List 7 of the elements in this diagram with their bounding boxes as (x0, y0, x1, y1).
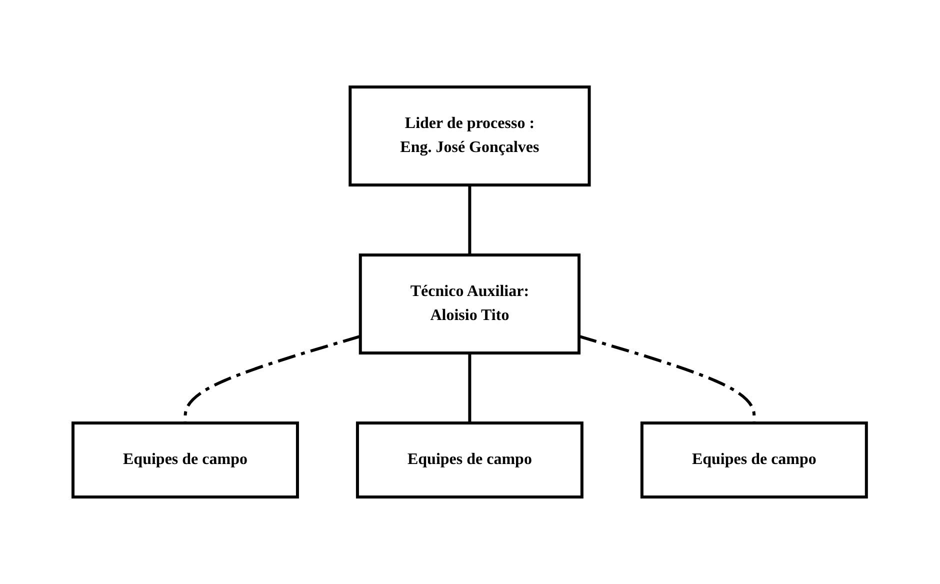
node-box: Equipes de campo (72, 422, 300, 498)
connector (468, 185, 472, 255)
connector (468, 353, 472, 423)
node-box: Lider de processo : Eng. José Gonçalves (348, 86, 592, 186)
node-box: Equipes de campo (640, 422, 868, 498)
node-box: Técnico Auxiliar: Aloisio Tito (359, 254, 581, 354)
node-box: Equipes de campo (356, 422, 584, 498)
